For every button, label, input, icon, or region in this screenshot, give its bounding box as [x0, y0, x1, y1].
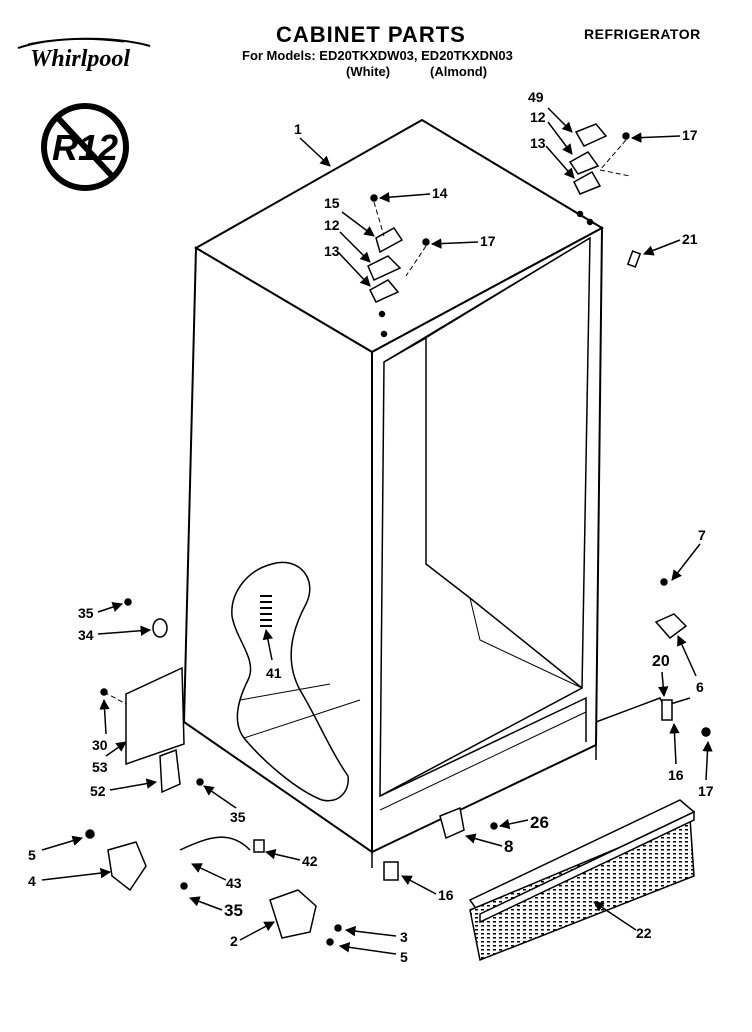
- callout-35-top: 35: [78, 605, 94, 621]
- callout-13-right: 13: [530, 135, 546, 151]
- right-side-parts: [383, 578, 711, 881]
- callout-5-bottom: 5: [400, 949, 408, 965]
- callout-labels: 1 49 12 17 13 15 14 12 17 13 21 7 35 34 …: [28, 89, 714, 965]
- page-title: CABINET PARTS: [276, 22, 466, 47]
- callout-35-mid: 35: [230, 809, 246, 825]
- callout-6: 6: [696, 679, 704, 695]
- r12-badge-icon: R12: [41, 103, 129, 191]
- callout-53: 53: [92, 759, 108, 775]
- callout-41: 41: [266, 665, 282, 681]
- callout-20: 20: [652, 653, 670, 670]
- logo-swoosh-icon: [17, 37, 151, 49]
- callout-22: 22: [636, 925, 652, 941]
- callout-52: 52: [90, 783, 106, 799]
- callout-30: 30: [92, 737, 108, 753]
- callout-26: 26: [530, 813, 549, 832]
- models-line: For Models: ED20TKXDW03, ED20TKXDN03: [242, 48, 513, 63]
- callout-5-left: 5: [28, 847, 36, 863]
- variant-white: (White): [346, 64, 391, 79]
- callout-3: 3: [400, 929, 408, 945]
- callout-2: 2: [230, 933, 238, 949]
- whirlpool-logo: [14, 34, 154, 74]
- side-parts: [85, 598, 342, 946]
- spring-part-41: [260, 595, 272, 627]
- callout-12-center: 12: [324, 217, 340, 233]
- callout-8: 8: [504, 837, 513, 856]
- callout-17-bottom: 17: [698, 783, 714, 799]
- callout-1: 1: [294, 121, 302, 137]
- callout-42: 42: [302, 853, 318, 869]
- callout-43: 43: [226, 875, 242, 891]
- variant-almond: (Almond): [430, 64, 488, 79]
- callout-17-center: 17: [480, 233, 496, 249]
- badge-label: R12: [52, 127, 118, 168]
- callout-16-bottom: 16: [438, 887, 454, 903]
- callout-49: 49: [528, 89, 544, 105]
- leader-dash-lines: [103, 139, 631, 705]
- callout-13-center: 13: [324, 243, 340, 259]
- callout-15: 15: [324, 195, 340, 211]
- callout-35-bottom: 35: [224, 901, 243, 920]
- callout-17-right: 17: [682, 127, 698, 143]
- callout-16-right: 16: [668, 767, 684, 783]
- brand-name: Whirlpool: [30, 46, 131, 72]
- callout-12-right: 12: [530, 109, 546, 125]
- hinge-right: [568, 123, 642, 268]
- callout-14: 14: [432, 185, 448, 201]
- hinge-center: [367, 194, 430, 338]
- leader-lines: [41, 107, 713, 955]
- callout-7: 7: [698, 527, 706, 543]
- product-type: REFRIGERATOR: [584, 26, 701, 42]
- callout-21: 21: [682, 231, 698, 247]
- callout-34: 34: [78, 627, 94, 643]
- callout-4: 4: [28, 873, 36, 889]
- toe-grille-part-22: [468, 799, 696, 962]
- cabinet-body: [182, 118, 605, 868]
